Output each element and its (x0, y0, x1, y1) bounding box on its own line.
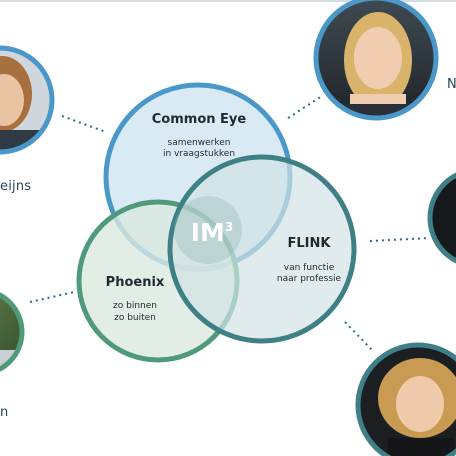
portrait-left-bottom (0, 290, 25, 374)
phoenix-title: Phoenix (106, 275, 165, 290)
connector-right-middle (369, 237, 431, 242)
overlap-center (174, 196, 242, 264)
connector-right-top (287, 95, 323, 119)
common-eye-title: Common Eye (152, 112, 247, 127)
top-divider (0, 0, 456, 2)
phoenix-line1: zo binnen (113, 301, 157, 311)
common-eye-line2: in vraagstukken (163, 149, 235, 159)
portrait-top-left (0, 45, 55, 155)
center-label-sup: 3 (225, 220, 233, 234)
center-label-main: IM (191, 218, 225, 247)
connector-lines (29, 95, 431, 351)
connector-bottom-right (344, 321, 373, 351)
flink-line1: van functie (284, 263, 335, 273)
caption-left-bottom: n (0, 405, 9, 420)
connector-left-top (61, 115, 107, 133)
caption-left-top: eijns (0, 179, 32, 194)
flink-title: FLINK (288, 236, 332, 251)
portrait-top-right (313, 0, 439, 121)
common-eye-line1: samenwerken (168, 138, 231, 148)
portrait-bottom-right (355, 342, 456, 456)
phoenix-line2: zo buiten (114, 313, 156, 323)
caption-right-top: N (447, 77, 456, 92)
center-label: IM3 (191, 218, 234, 247)
portrait-right-middle (427, 170, 456, 266)
connector-left-bottom (29, 291, 75, 303)
circle-flink (167, 154, 357, 344)
flink-line2: naar professie (277, 274, 342, 284)
